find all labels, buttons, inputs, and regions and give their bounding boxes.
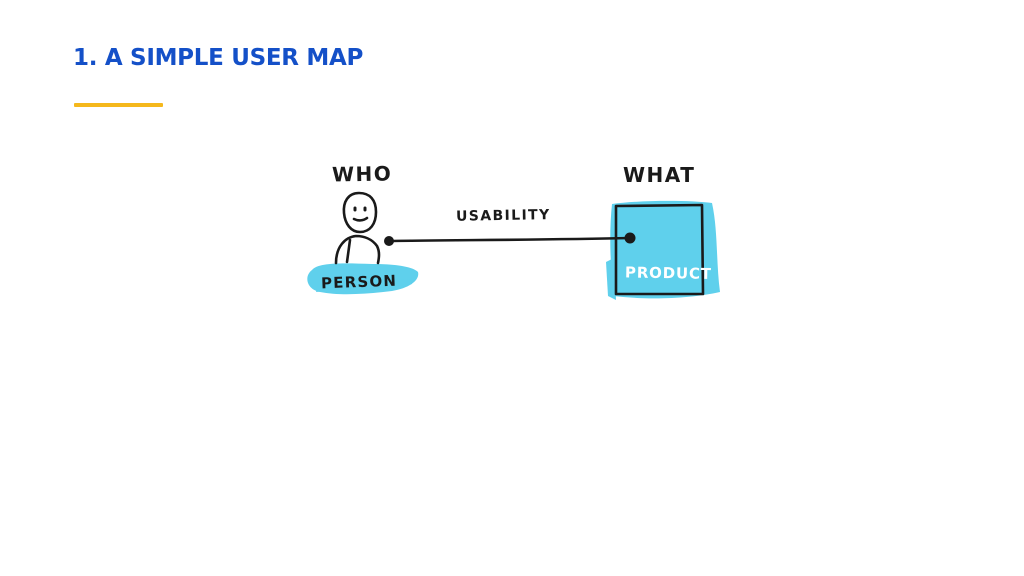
person-icon — [334, 191, 381, 265]
usability-connector — [387, 236, 632, 243]
product-highlight-edge — [606, 258, 616, 300]
product-box-icon — [614, 203, 705, 296]
person-highlight-stroke — [316, 279, 412, 292]
title-underline — [74, 103, 163, 107]
usability-label: USABILITY — [456, 207, 551, 225]
connector-endpoint-product — [624, 232, 636, 244]
what-label: WHAT — [623, 163, 695, 187]
who-label: WHO — [332, 161, 393, 186]
slide-title: 1. A SIMPLE USER MAP — [73, 45, 364, 71]
product-highlight — [610, 200, 720, 299]
connector-endpoint-person — [384, 236, 394, 246]
person-label: PERSON — [321, 272, 398, 293]
product-label: PRODUCT — [625, 263, 712, 283]
